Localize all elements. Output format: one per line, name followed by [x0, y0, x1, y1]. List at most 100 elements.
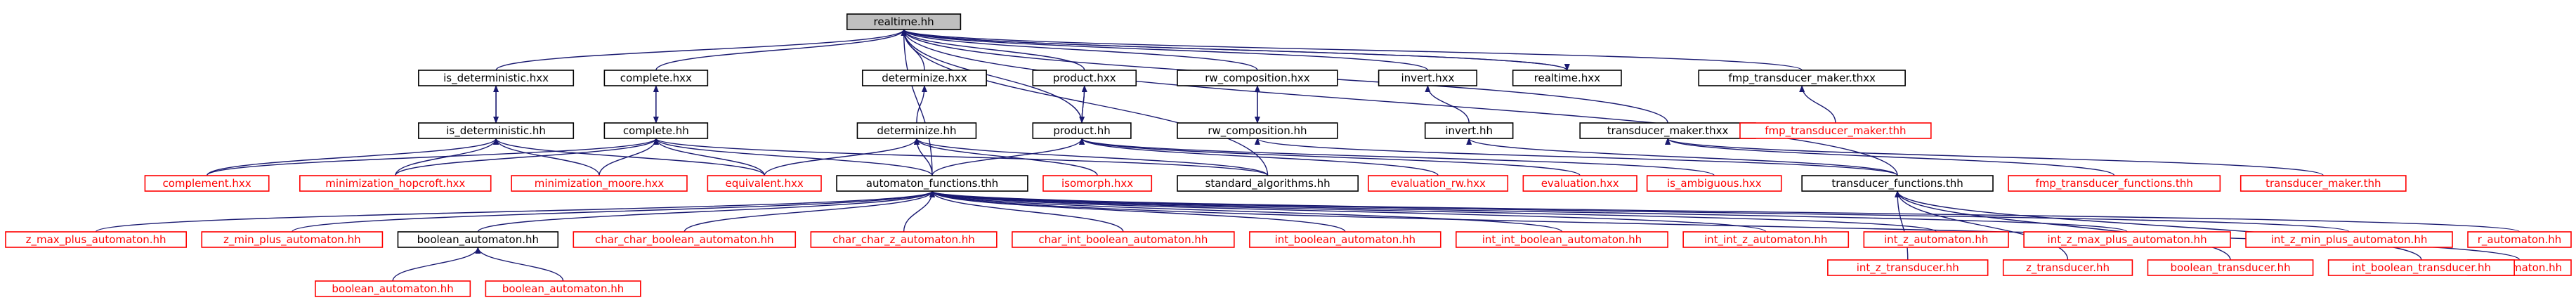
node-box	[201, 231, 384, 248]
node-complete-hh[interactable]: complete.hh	[603, 122, 709, 139]
node-box	[603, 122, 709, 139]
node-int-z-transducer-hh[interactable]: int_z_transducer.hh	[1827, 259, 1989, 276]
node-invert-hxx[interactable]: invert.hxx	[1378, 70, 1478, 86]
node-isomorph-hxx[interactable]: isomorph.hxx	[1042, 175, 1153, 192]
node-int-int-z-automaton-hh[interactable]: int_int_z_automaton.hh	[1682, 231, 1850, 248]
include-edge	[1425, 85, 1470, 124]
node-determinize-hxx[interactable]: determinize.hxx	[861, 70, 987, 86]
include-edge	[495, 29, 907, 71]
include-edge	[929, 190, 2521, 233]
node-z-min-plus-automaton-hh[interactable]: z_min_plus_automaton.hh	[201, 231, 384, 248]
node-fmp-transducer-functions-thh[interactable]: fmp_transducer_functions.thh	[2008, 175, 2221, 192]
include-edge	[1665, 138, 2115, 176]
include-edge	[1079, 138, 1439, 176]
node-determinize-hh[interactable]: determinize.hh	[856, 122, 977, 139]
include-edge	[929, 190, 2350, 233]
include-edge	[493, 138, 765, 176]
include-edge	[764, 138, 920, 176]
node-rw-composition-hxx[interactable]: rw_composition.hxx	[1177, 70, 1338, 86]
node-label: int_z_automaton.hh	[1884, 233, 1988, 247]
include-edge	[929, 190, 1124, 233]
node-minimization-moore-hxx[interactable]: minimization_moore.hxx	[511, 175, 688, 192]
include-edge	[929, 190, 2128, 233]
include-edge	[493, 138, 600, 176]
node-box	[1378, 70, 1478, 86]
node-int-z-max-plus-automaton-hh[interactable]: int_z_max_plus_automaton.hh	[2023, 231, 2231, 248]
node-int-z-min-plus-automaton-hh[interactable]: int_z_min_plus_automaton.hh	[2245, 231, 2453, 248]
node-int-z-automaton-hh[interactable]: int_z_automaton.hh	[1863, 231, 2009, 248]
node-label: fmp_transducer_functions.thh	[2035, 177, 2192, 190]
include-edge	[1079, 138, 1581, 176]
node-rw-composition-hh[interactable]: rw_composition.hh	[1177, 122, 1338, 139]
node-label: z_max_plus_automaton.hh	[26, 233, 166, 247]
node-z-transducer-hh[interactable]: z_transducer.hh	[2002, 259, 2133, 276]
node-boolean-automaton-1-hh[interactable]: boolean_automaton.hh	[315, 280, 471, 297]
node-label: fmp_transducer_maker.thxx	[1728, 72, 1876, 85]
include-edge	[1895, 190, 2422, 261]
node-minimization-hopcroft-hxx[interactable]: minimization_hopcroft.hxx	[299, 175, 492, 192]
node-box	[2002, 259, 2133, 276]
node-complete-hxx[interactable]: complete.hxx	[603, 70, 709, 86]
node-label: char_char_boolean_automaton.hh	[595, 233, 774, 247]
include-edge	[1895, 190, 2069, 261]
node-char-char-z-automaton-hh[interactable]: char_char_z_automaton.hh	[810, 231, 998, 248]
node-r-automaton-hh[interactable]: r_automaton.hh	[2467, 231, 2572, 248]
node-label: int_int_boolean_automaton.hh	[1482, 233, 1642, 247]
include-edge	[655, 29, 907, 71]
node-realtime-hxx[interactable]: realtime.hxx	[1512, 70, 1622, 86]
node-is-ambiguous-hxx[interactable]: is_ambiguous.hxx	[1646, 175, 1782, 192]
include-edge	[931, 138, 1085, 176]
node-int-int-boolean-automaton-hh[interactable]: int_int_boolean_automaton.hh	[1456, 231, 1668, 248]
node-evaluation-hxx[interactable]: evaluation.hxx	[1522, 175, 1637, 192]
node-box	[485, 280, 641, 297]
node-transducer-maker-thh[interactable]: transducer_maker.thh	[2240, 175, 2407, 192]
node-evaluation-rw-hxx[interactable]: evaluation_rw.hxx	[1368, 175, 1509, 192]
include-edge	[653, 138, 933, 176]
node-transducer-functions-thh[interactable]: transducer_functions.thh	[1801, 175, 1994, 192]
node-is-deterministic-hh[interactable]: is_deterministic.hh	[418, 122, 575, 139]
node-box	[1424, 122, 1514, 139]
node-equivalent-hxx[interactable]: equivalent.hxx	[707, 175, 822, 192]
node-transducer-maker-thxx[interactable]: transducer_maker.thxx	[1579, 122, 1756, 139]
include-edge	[901, 29, 1083, 124]
node-box	[1863, 231, 2009, 248]
node-boolean-automaton-hh[interactable]: boolean_automaton.hh	[397, 231, 559, 248]
node-boolean-transducer-hh[interactable]: boolean_transducer.hh	[2147, 259, 2314, 276]
node-box	[1682, 231, 1850, 248]
node-complement-hxx[interactable]: complement.hxx	[144, 175, 270, 192]
include-edge	[914, 138, 1269, 176]
node-label: invert.hh	[1445, 124, 1493, 137]
node-fmp-transducer-maker-thh[interactable]: fmp_transducer_maker.thh	[1739, 122, 1932, 139]
node-int-boolean-automaton-hh[interactable]: int_boolean_automaton.hh	[1249, 231, 1441, 248]
include-edge	[95, 190, 935, 233]
node-z-max-plus-automaton-hh[interactable]: z_max_plus_automaton.hh	[5, 231, 187, 248]
node-char-char-boolean-automaton-hh[interactable]: char_char_boolean_automaton.hh	[573, 231, 797, 248]
node-char-int-boolean-automaton-hh[interactable]: char_int_boolean_automaton.hh	[1012, 231, 1235, 248]
node-label: product.hh	[1053, 124, 1110, 137]
node-product-hxx[interactable]: product.hxx	[1032, 70, 1137, 86]
node-product-hh[interactable]: product.hh	[1032, 122, 1132, 139]
node-invert-hh[interactable]: invert.hh	[1424, 122, 1514, 139]
include-edge	[477, 190, 935, 233]
node-label: realtime.hxx	[1534, 72, 1600, 84]
include-edge	[1895, 190, 2231, 261]
node-automaton-functions-thh[interactable]: automaton_functions.thh	[836, 175, 1028, 192]
node-label: complete.hxx	[620, 72, 692, 84]
node-label: boolean_automaton.hh	[502, 282, 624, 296]
node-is-deterministic-hxx[interactable]: is_deterministic.hxx	[418, 70, 575, 86]
include-edge	[395, 138, 659, 176]
include-edge	[916, 85, 927, 124]
node-label: product.hxx	[1053, 72, 1116, 84]
node-box	[2245, 231, 2453, 248]
node-realtime-hh[interactable]: realtime.hh	[846, 13, 962, 30]
include-edge	[929, 190, 1346, 233]
include-edge	[901, 29, 1269, 176]
node-int-boolean-transducer-hh[interactable]: int_boolean_transducer.hh	[2327, 259, 2515, 276]
node-standard-algorithms-hh[interactable]: standard_algorithms.hh	[1177, 175, 1359, 192]
node-label: isomorph.hxx	[1061, 177, 1133, 190]
node-boolean-automaton-2-hh[interactable]: boolean_automaton.hh	[485, 280, 641, 297]
node-box	[1646, 175, 1782, 192]
node-fmp-transducer-maker-thxx[interactable]: fmp_transducer_maker.thxx	[1698, 70, 1906, 86]
include-edge	[653, 138, 765, 176]
include-edge	[929, 190, 1767, 233]
